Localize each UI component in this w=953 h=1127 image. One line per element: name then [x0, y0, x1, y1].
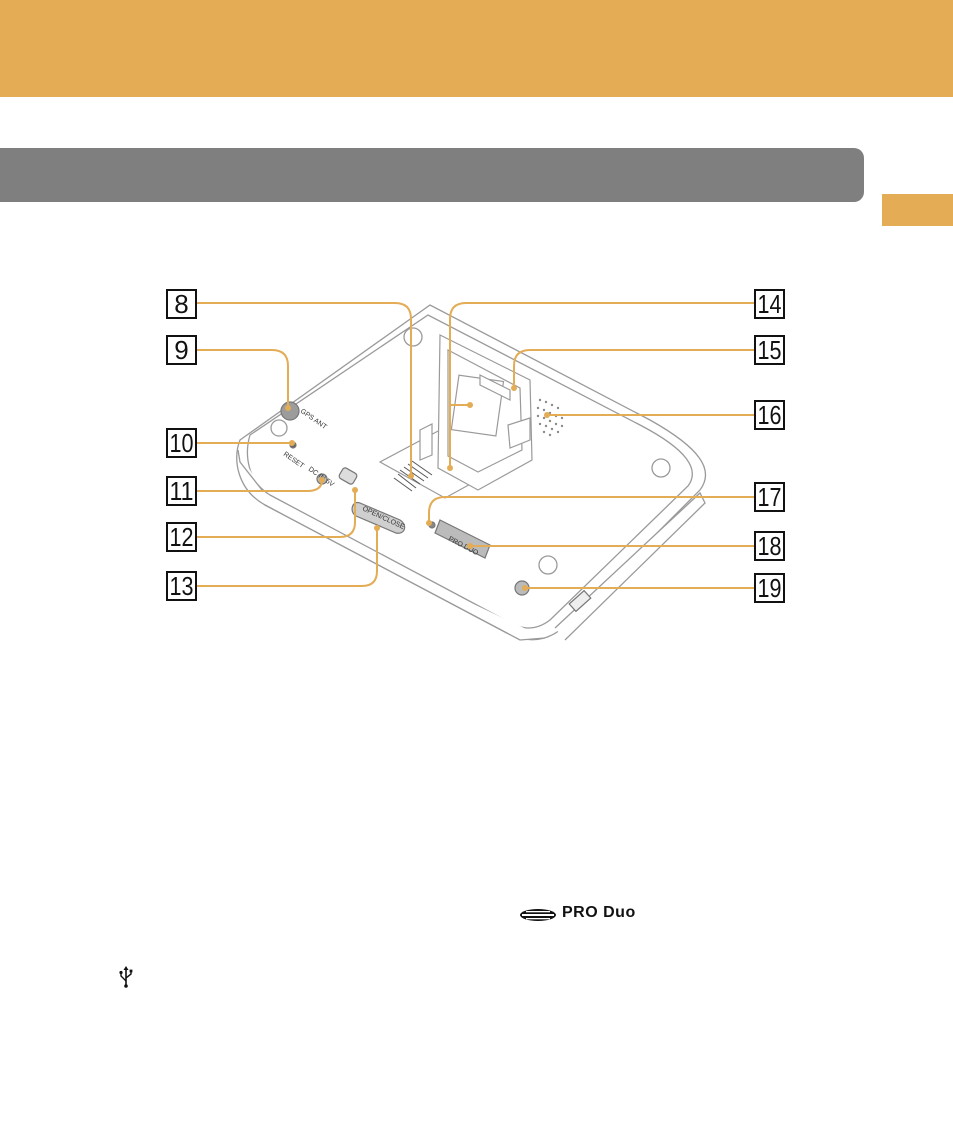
- callout-number: 18: [758, 531, 782, 561]
- callout-number: 19: [758, 573, 782, 603]
- callout-number: 15: [758, 335, 782, 365]
- callout-box-9: 9: [167, 335, 196, 365]
- gps-antenna-jack: [281, 402, 299, 420]
- callout-number: 11: [170, 476, 194, 506]
- callout-box-11: 11: [167, 476, 196, 506]
- callout-number: 13: [170, 571, 194, 601]
- callout-box-8: 8: [167, 289, 196, 319]
- callout-box-12: 12: [167, 522, 196, 552]
- callout-box-10: 10: [167, 428, 196, 458]
- callout-box-15: 15: [755, 335, 784, 365]
- callout-box-19: 19: [755, 573, 784, 603]
- usb-icon: [119, 966, 133, 988]
- callout-box-18: 18: [755, 531, 784, 561]
- callout-box-13: 13: [167, 571, 196, 601]
- callout-number: 10: [170, 428, 194, 458]
- callout-number: 16: [758, 400, 782, 430]
- callout-number: 14: [758, 289, 782, 319]
- callout-number: 12: [170, 522, 194, 552]
- pro-duo-logo-text: PRO Duo: [562, 904, 636, 922]
- callout-number: 9: [174, 335, 188, 365]
- leader-9: [196, 350, 288, 408]
- callout-box-16: 16: [755, 400, 784, 430]
- callout-number: 8: [174, 289, 188, 319]
- callout-box-14: 14: [755, 289, 784, 319]
- device-diagram: GPS ANT RESET DC IN 5V OPEN/CLOSE PRO DU…: [0, 0, 953, 700]
- callout-number: 17: [758, 482, 782, 512]
- callout-box-17: 17: [755, 482, 784, 512]
